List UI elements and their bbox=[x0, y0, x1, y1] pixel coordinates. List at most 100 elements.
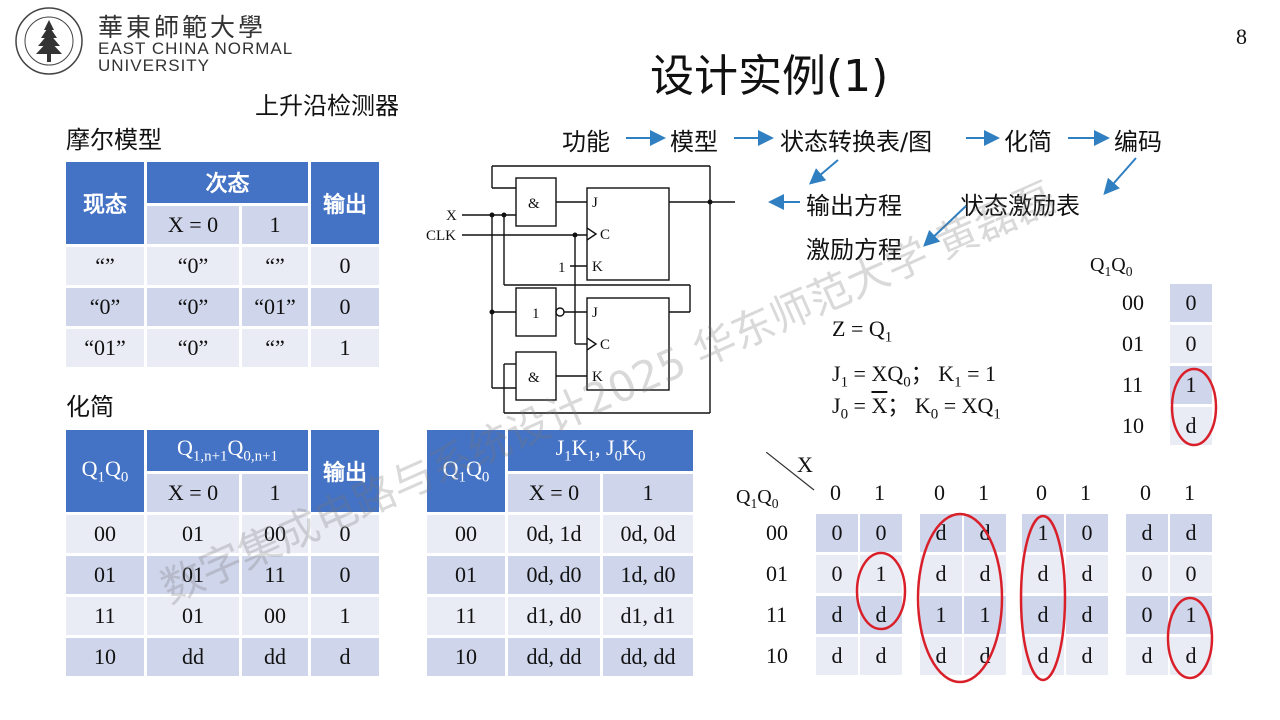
cell: 00 bbox=[427, 515, 505, 553]
zmap-row-label: 01 bbox=[1122, 331, 1144, 356]
logo-chinese-name: 華東師範大學 bbox=[98, 13, 267, 42]
kmap-col-label: 0 bbox=[1036, 480, 1047, 505]
cell: 01 bbox=[147, 597, 239, 635]
header-present-state: 现态 bbox=[66, 162, 144, 244]
kmap-4-cell: 0 bbox=[1126, 596, 1168, 634]
kmap-col-label: 1 bbox=[874, 480, 885, 505]
kmap-row-label: 11 bbox=[766, 602, 788, 627]
kmap-4-cell: d bbox=[1126, 637, 1168, 675]
kmap-col-label: 0 bbox=[1140, 480, 1151, 505]
table-row: 00 01 00 0 bbox=[66, 515, 379, 553]
excitation-table: Q1Q0 J1K1, J0K0 X = 0 1 00 0d, 1d 0d, 0d… bbox=[424, 427, 696, 679]
flow-model: 模型 bbox=[670, 128, 718, 156]
equation-j1-k1: J1 = XQ0； K1 = 1 bbox=[832, 361, 997, 391]
kmap-row-label: 00 bbox=[766, 520, 788, 545]
label-j0: J bbox=[592, 305, 598, 321]
kmap-1-cell: d bbox=[816, 637, 858, 675]
label-c1: C bbox=[600, 227, 610, 243]
cell: “0” bbox=[147, 329, 239, 367]
kmap-2-cell: d bbox=[920, 555, 962, 593]
cell: 01 bbox=[66, 556, 144, 594]
cell: 11 bbox=[66, 597, 144, 635]
label-clk: CLK bbox=[426, 228, 456, 244]
cell: 0d, d0 bbox=[508, 556, 600, 594]
label-k0: K bbox=[592, 369, 603, 385]
kmap-4-cell: 0 bbox=[1170, 555, 1212, 593]
kmap-3-cell: d bbox=[1066, 637, 1108, 675]
kmap-1-cell: d bbox=[860, 596, 902, 634]
kmap-1-cell: 0 bbox=[816, 514, 858, 552]
flow-output-equation: 输出方程 bbox=[806, 192, 902, 220]
logo-english-line1: EAST CHINA NORMAL bbox=[98, 39, 294, 58]
table-row: 10 dd, dd dd, dd bbox=[427, 638, 693, 676]
simplified-state-table: Q1Q0 Q1,n+1Q0,n+1 输出 X = 0 1 00 01 00 0 … bbox=[63, 427, 382, 679]
table-row: 11 d1, d0 d1, d1 bbox=[427, 597, 693, 635]
kmap-col-label: 1 bbox=[1184, 480, 1195, 505]
sub-header-x0: X = 0 bbox=[147, 473, 239, 512]
kmap-1-cell: 0 bbox=[816, 555, 858, 593]
zmap-cell: 0 bbox=[1170, 284, 1212, 322]
flow-function: 功能 bbox=[562, 128, 610, 156]
cell: 0d, 1d bbox=[508, 515, 600, 553]
cell: 00 bbox=[242, 515, 308, 553]
cell: 0 bbox=[311, 288, 379, 326]
cell: 00 bbox=[242, 597, 308, 635]
cell: 10 bbox=[66, 638, 144, 676]
kmap-1-cell: 0 bbox=[860, 514, 902, 552]
sub-header-x1: 1 bbox=[242, 205, 308, 244]
table-row: 00 0d, 1d 0d, 0d bbox=[427, 515, 693, 553]
kmap-4-cell: 1 bbox=[1170, 596, 1212, 634]
kmap-4-cell: d bbox=[1170, 637, 1212, 675]
kmap-row-label: 10 bbox=[766, 643, 788, 668]
cell: 1 bbox=[311, 329, 379, 367]
kmap-4-cell: d bbox=[1126, 514, 1168, 552]
table-row: 01 0d, d0 1d, d0 bbox=[427, 556, 693, 594]
cell: d1, d0 bbox=[508, 597, 600, 635]
cell: 01 bbox=[147, 515, 239, 553]
cell: dd, dd bbox=[508, 638, 600, 676]
kmap-3-cell: 1 bbox=[1022, 514, 1064, 552]
university-logo-icon bbox=[15, 7, 83, 75]
table-row: 10 dd dd d bbox=[66, 638, 379, 676]
cell: 10 bbox=[427, 638, 505, 676]
cell: 01 bbox=[427, 556, 505, 594]
cell: 1d, d0 bbox=[603, 556, 693, 594]
label-c0: C bbox=[600, 337, 610, 353]
cell: “” bbox=[66, 247, 144, 285]
label-k-one: 1 bbox=[558, 260, 566, 276]
label-and2: & bbox=[528, 370, 540, 386]
kmap-col-label: 0 bbox=[934, 480, 945, 505]
label-not: 1 bbox=[532, 306, 540, 322]
kmap-x-label: X bbox=[797, 452, 813, 477]
header-next-state: 次态 bbox=[147, 162, 308, 203]
kmap-2-cell: 1 bbox=[964, 596, 1006, 634]
kmap-col-label: 1 bbox=[978, 480, 989, 505]
cell: dd bbox=[242, 638, 308, 676]
cell: 0d, 0d bbox=[603, 515, 693, 553]
logo-english-line2: UNIVERSITY bbox=[98, 56, 211, 75]
header-next-state: Q1,n+1Q0,n+1 bbox=[147, 430, 308, 471]
cell: “01” bbox=[66, 329, 144, 367]
table-row: “” “0” “” 0 bbox=[66, 247, 379, 285]
zmap-cell: d bbox=[1170, 407, 1212, 445]
kmap-col-label: 0 bbox=[830, 480, 841, 505]
table-row: 01 01 11 0 bbox=[66, 556, 379, 594]
zmap-row-label: 10 bbox=[1122, 413, 1144, 438]
cell: “” bbox=[242, 329, 308, 367]
kmap-2-cell: d bbox=[964, 555, 1006, 593]
cell: 1 bbox=[311, 597, 379, 635]
kmap-3-cell: d bbox=[1022, 555, 1064, 593]
sub-header-x0: X = 0 bbox=[508, 473, 600, 512]
header-state: Q1Q0 bbox=[66, 430, 144, 512]
kmap-3-cell: d bbox=[1022, 596, 1064, 634]
label-x: X bbox=[446, 208, 457, 224]
kmap-2-cell: d bbox=[964, 514, 1006, 552]
kmap-4-cell: 0 bbox=[1126, 555, 1168, 593]
header-jk: J1K1, J0K0 bbox=[508, 430, 693, 471]
slide-title: 设计实例(1) bbox=[650, 51, 889, 102]
header-output: 输出 bbox=[311, 162, 379, 244]
zmap-cell: 1 bbox=[1170, 366, 1212, 404]
flow-state-table: 状态转换表/图 bbox=[780, 128, 933, 156]
cell: 0 bbox=[311, 556, 379, 594]
equation-z: Z = Q1 bbox=[832, 316, 893, 346]
